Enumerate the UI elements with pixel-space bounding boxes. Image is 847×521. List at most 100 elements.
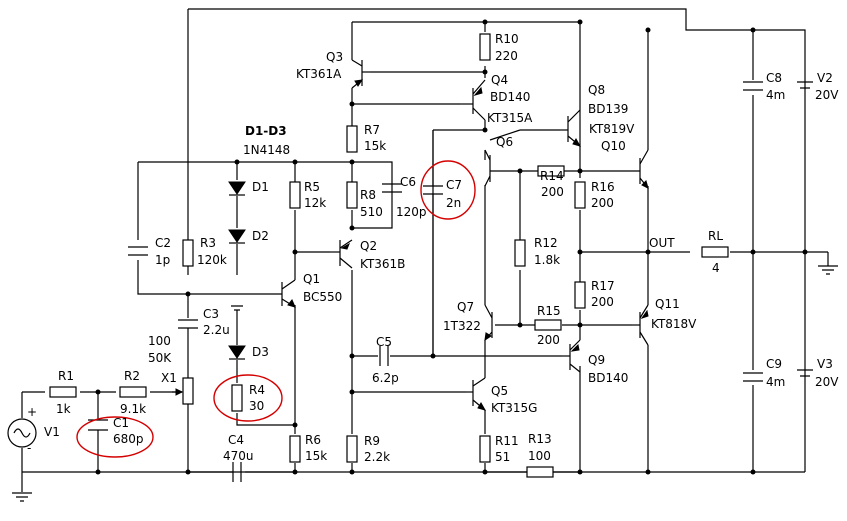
label-q10-name: Q10 bbox=[601, 139, 626, 153]
label-r13-name: R13 bbox=[528, 432, 552, 446]
resistor-r4 bbox=[231, 384, 243, 412]
label-q3-name: Q3 bbox=[326, 50, 343, 64]
label-q5-name: Q5 bbox=[491, 384, 508, 398]
label-r12-name: R12 bbox=[534, 236, 558, 250]
label-q7-name: Q7 bbox=[457, 300, 474, 314]
transistor-q11 bbox=[632, 304, 649, 346]
resistor-r14 bbox=[537, 165, 565, 177]
capacitor-c8 bbox=[743, 81, 763, 91]
label-d3: D3 bbox=[252, 345, 269, 359]
label-r5-name: R5 bbox=[304, 180, 320, 194]
label-d1: D1 bbox=[252, 180, 269, 194]
label-q8-name: Q8 bbox=[588, 83, 605, 97]
diode-d3 bbox=[228, 345, 246, 360]
label-c4-val: 470u bbox=[223, 449, 254, 463]
label-q6-name: Q6 bbox=[496, 135, 513, 149]
label-x1-val1: 100 bbox=[148, 334, 171, 348]
diodes bbox=[228, 181, 246, 360]
ground-left bbox=[12, 492, 32, 502]
resistor-r5 bbox=[289, 181, 301, 209]
label-q6-type: KT315A bbox=[487, 111, 533, 125]
resistor-r16 bbox=[574, 181, 586, 209]
label-q9-type: BD140 bbox=[588, 371, 628, 385]
label-r12-val: 1.8k bbox=[534, 253, 560, 267]
label-q10-type: KT819V bbox=[589, 122, 635, 136]
label-c1-name: C1 bbox=[113, 416, 129, 430]
text-labels: D1-D3 1N4148 D1 D2 D3 Q1 BC550 Q2 KT361B… bbox=[27, 32, 839, 464]
label-q9-name: Q9 bbox=[588, 353, 605, 367]
label-v2-name: V2 bbox=[817, 71, 833, 85]
label-c5-val: 6.2p bbox=[372, 371, 399, 385]
transistor-q7 bbox=[484, 304, 493, 342]
label-c7-name: C7 bbox=[446, 178, 462, 192]
label-r17-val: 200 bbox=[591, 295, 614, 309]
label-r15-name: R15 bbox=[537, 304, 561, 318]
label-r11-val: 51 bbox=[495, 450, 510, 464]
label-c7-val: 2n bbox=[446, 196, 461, 210]
resistor-r9 bbox=[346, 435, 358, 463]
transistor-q3 bbox=[351, 59, 370, 89]
label-q5-type: KT315G bbox=[491, 401, 537, 415]
capacitor-c6 bbox=[382, 183, 402, 193]
label-c2-name: C2 bbox=[155, 236, 171, 250]
label-r5-val: 12k bbox=[304, 196, 326, 210]
label-out: OUT bbox=[649, 236, 675, 250]
transistor-q1 bbox=[281, 279, 296, 308]
highlight-r4 bbox=[213, 374, 283, 422]
capacitor-c3 bbox=[178, 319, 198, 329]
label-c1-val: 680p bbox=[113, 432, 144, 446]
resistor-r13 bbox=[526, 466, 554, 478]
label-r16-name: R16 bbox=[591, 180, 615, 194]
label-r8-val: 510 bbox=[360, 205, 383, 219]
transistor-q8 bbox=[560, 109, 582, 147]
transistor-q5 bbox=[466, 377, 487, 411]
label-q4-name: Q4 bbox=[491, 73, 508, 87]
resistor-r10 bbox=[479, 33, 491, 61]
label-rl-name: RL bbox=[708, 229, 723, 243]
label-r1-name: R1 bbox=[58, 369, 74, 383]
resistors bbox=[49, 33, 729, 478]
label-c8-val: 4m bbox=[766, 88, 785, 102]
label-r3-name: R3 bbox=[200, 236, 216, 250]
label-q7-type: 1T322 bbox=[443, 319, 481, 333]
resistor-r15 bbox=[534, 319, 562, 331]
label-q11-type: KT818V bbox=[651, 317, 697, 331]
highlight-marks bbox=[76, 160, 476, 458]
resistor-rl bbox=[701, 246, 729, 258]
label-q8-type: BD139 bbox=[588, 102, 628, 116]
label-q11-name: Q11 bbox=[655, 297, 680, 311]
label-r10-val: 220 bbox=[495, 49, 518, 63]
label-c9-name: C9 bbox=[766, 357, 782, 371]
capacitor-c2 bbox=[128, 246, 148, 256]
battery-v2 bbox=[797, 81, 813, 89]
label-v3-val: 20V bbox=[815, 375, 839, 389]
resistor-r17 bbox=[574, 281, 586, 309]
junctions bbox=[95, 19, 808, 475]
resistor-r1 bbox=[49, 386, 77, 398]
label-c5-name: C5 bbox=[376, 335, 392, 349]
label-r17-name: R17 bbox=[591, 279, 615, 293]
signal-source-v1 bbox=[7, 418, 37, 448]
capacitor-c5 bbox=[379, 346, 389, 366]
label-r8-name: R8 bbox=[360, 188, 376, 202]
label-r9-name: R9 bbox=[364, 434, 380, 448]
label-d2: D2 bbox=[252, 229, 269, 243]
label-r13-val: 100 bbox=[528, 449, 551, 463]
label-r16-val: 200 bbox=[591, 196, 614, 210]
label-r4-val: 30 bbox=[249, 399, 264, 413]
label-c3-name: C3 bbox=[203, 307, 219, 321]
capacitor-c1 bbox=[88, 419, 108, 431]
label-r7-val: 15k bbox=[364, 139, 386, 153]
label-r10-name: R10 bbox=[495, 32, 519, 46]
label-r15-val: 200 bbox=[537, 333, 560, 347]
label-r1-val: 1k bbox=[56, 402, 71, 416]
label-r4-name: R4 bbox=[249, 383, 265, 397]
label-v2-val: 20V bbox=[815, 88, 839, 102]
label-c9-val: 4m bbox=[766, 375, 785, 389]
label-c2-val: 1p bbox=[155, 253, 170, 267]
resistor-r11 bbox=[479, 435, 491, 463]
transistor-q9 bbox=[562, 339, 581, 373]
resistor-r2 bbox=[119, 386, 147, 398]
label-r2-val: 9.1k bbox=[120, 402, 146, 416]
label-v1-plus: + bbox=[27, 405, 37, 419]
